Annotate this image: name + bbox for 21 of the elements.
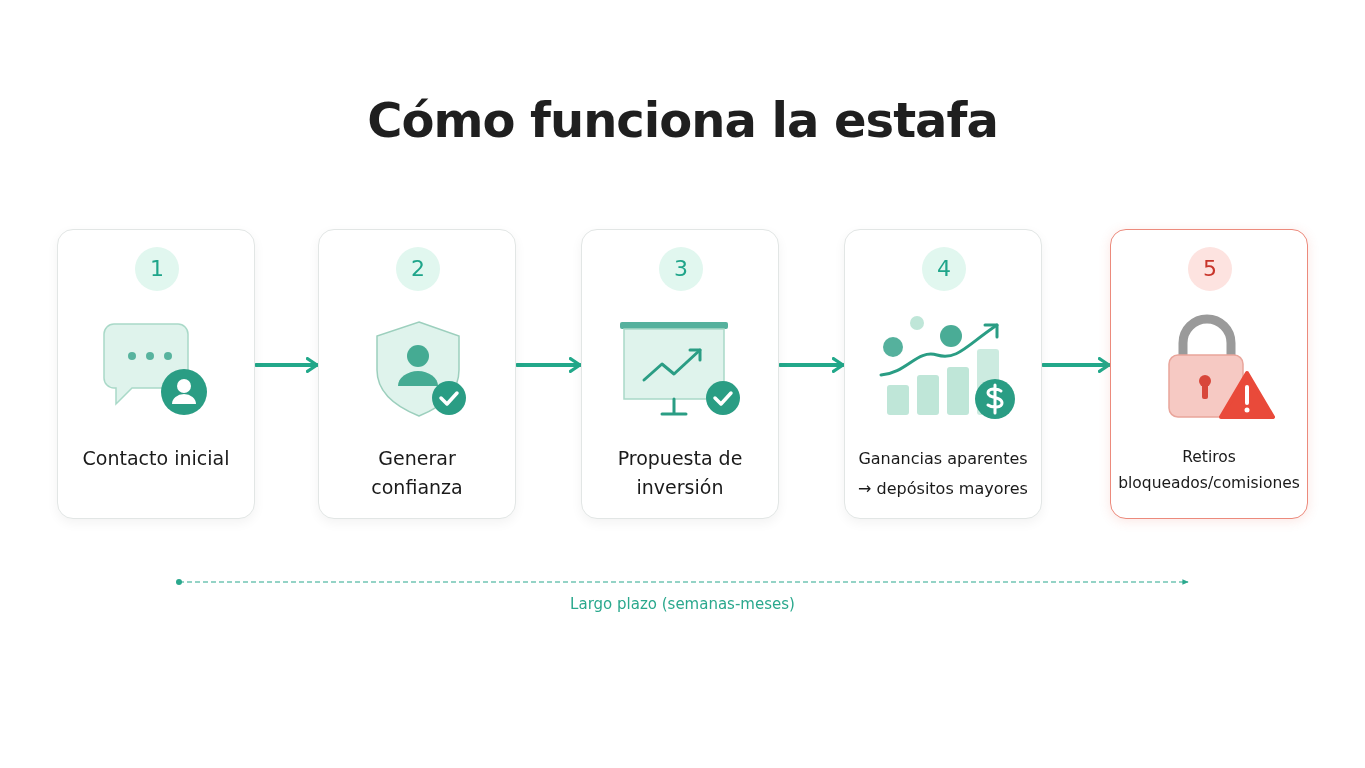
- step-label: Ganancias aparentes → depósitos mayores: [857, 448, 1029, 500]
- step-card: [57, 229, 255, 519]
- arrow: [1041, 357, 1111, 373]
- alert-step-card: [1110, 229, 1308, 519]
- timeline-label: Largo plazo (semanas-meses): [570, 595, 795, 613]
- step-card: [318, 229, 516, 519]
- title: Cómo funciona la estafa: [367, 92, 998, 148]
- step-number: 3: [659, 247, 703, 291]
- step-number: 1: [135, 247, 179, 291]
- step-label: Generar confianza: [370, 446, 464, 500]
- step-card: [844, 229, 1042, 519]
- arrow: [254, 357, 319, 373]
- step-number: 4: [922, 247, 966, 291]
- step-card: [581, 229, 779, 519]
- arrow: [515, 357, 582, 373]
- step-label: Retiros bloqueados/comisiones: [1117, 447, 1301, 494]
- step-number: 5: [1188, 247, 1232, 291]
- arrow: [778, 357, 845, 373]
- step-number: 2: [396, 247, 440, 291]
- step-label: Propuesta de inversión: [616, 446, 744, 500]
- step-label: Contacto inicial: [81, 446, 231, 471]
